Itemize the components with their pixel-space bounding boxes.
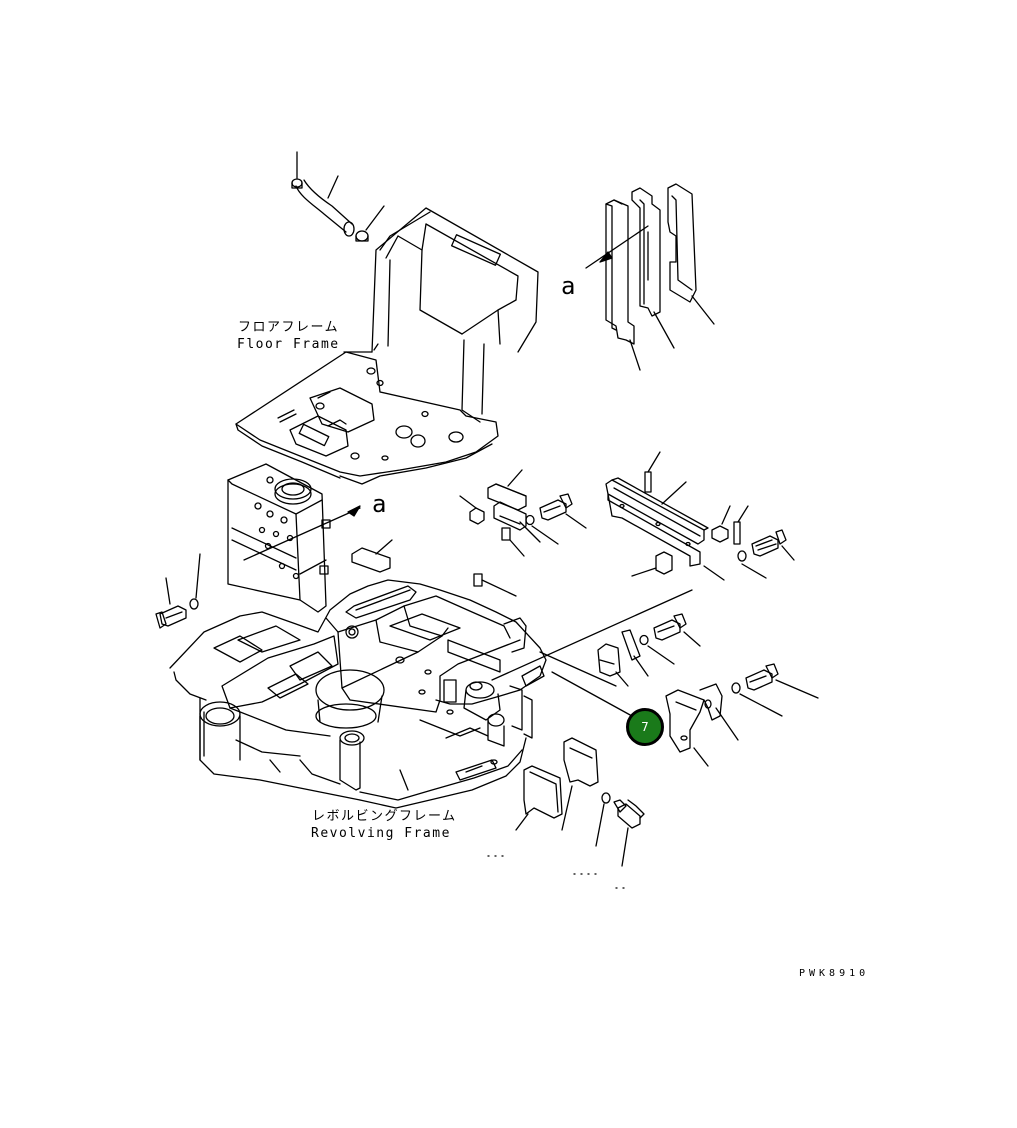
floor-frame-label-en: Floor Frame [237, 337, 340, 352]
small-blocks [351, 469, 541, 597]
view-mark-a-middle: a [372, 490, 387, 518]
drawing-code: PWK8910 [799, 968, 870, 979]
floor-frame-label-jp: フロアフレーム [238, 320, 340, 335]
bolts-and-washers [155, 493, 819, 867]
bottom-covers [487, 737, 629, 889]
revolving-frame-label-en: Revolving Frame [311, 826, 451, 841]
revolving-frame-label-jp: レボルビングフレーム [312, 809, 457, 824]
callout-number-7[interactable]: 7 [626, 708, 664, 746]
hose-assembly [291, 151, 385, 242]
cover-plates-view-a [585, 183, 715, 371]
rail-strips [605, 451, 749, 581]
view-mark-a-top: a [561, 272, 576, 300]
valve-block [227, 463, 361, 613]
small-brackets [597, 629, 739, 767]
revolving-frame-part [169, 579, 693, 809]
floor-frame-part [235, 207, 539, 485]
